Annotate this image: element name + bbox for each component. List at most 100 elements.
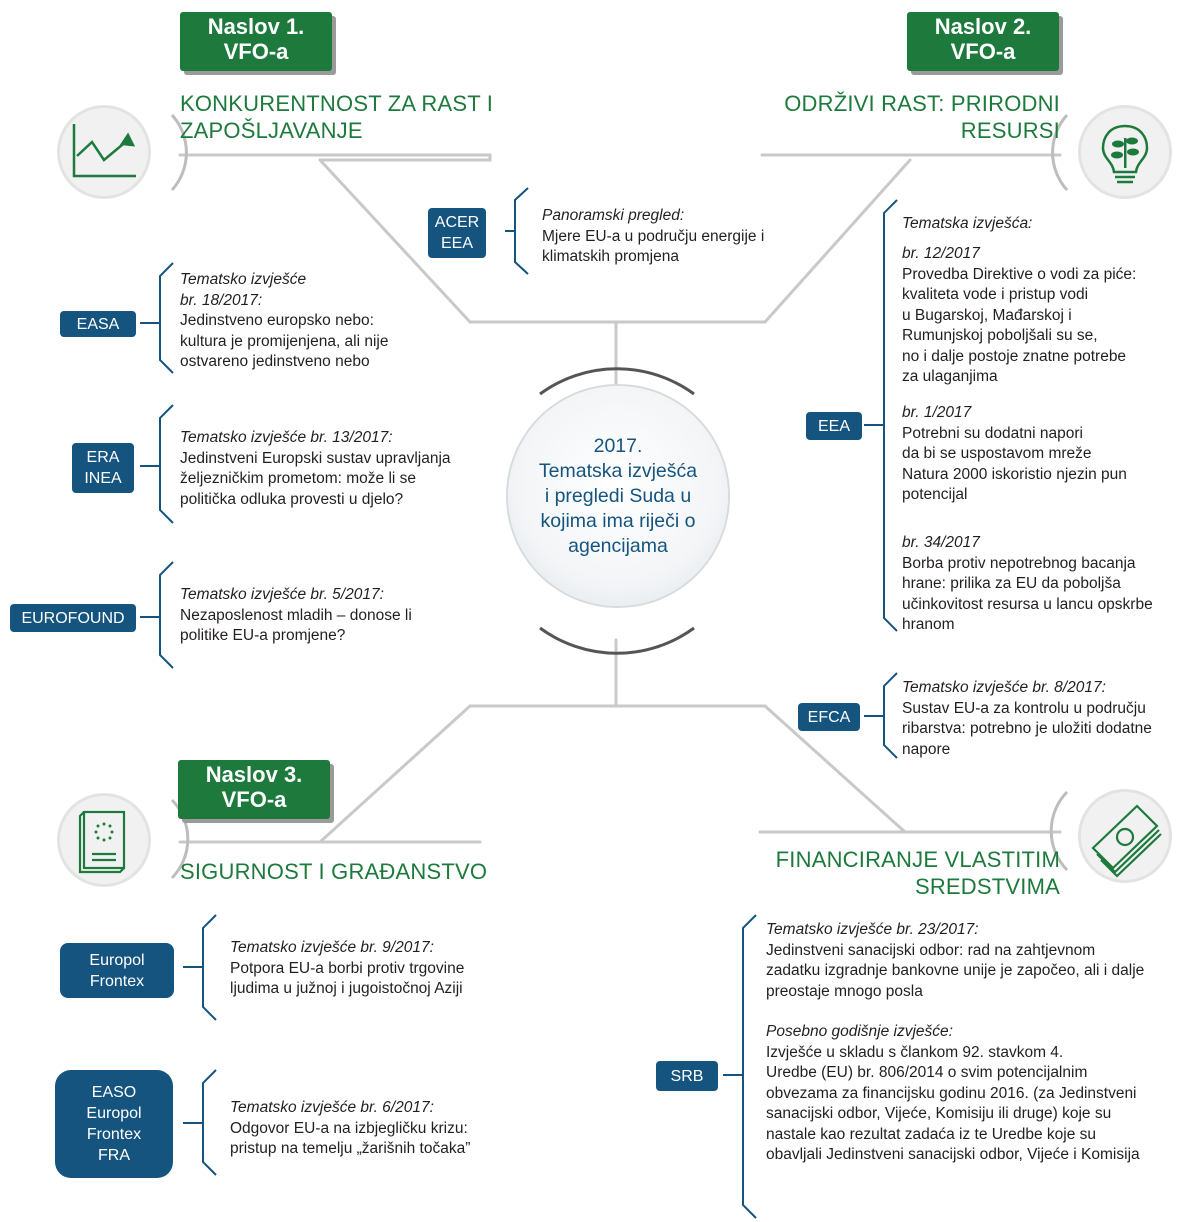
agency-label: Frontex — [89, 972, 145, 990]
report-line: no i dalje postoje znatne potrebe — [902, 347, 1127, 365]
heading-2-line1: Naslov 2. — [934, 14, 1032, 39]
report-type: Tematsko izvješće br. 6/2017: — [230, 1099, 434, 1116]
bracket-eurofound — [140, 561, 174, 669]
agency-badge-efca: EFCA — [798, 703, 860, 731]
center-line: agencijama — [568, 534, 668, 557]
report-line: kvaliteta vode i pristup vodi — [902, 286, 1089, 303]
agency-label: EFCA — [807, 708, 851, 726]
report-eea-1: br. 1/2017 Potrebni su dodatni napori da… — [902, 403, 1127, 506]
agency-badge-srb: SRB — [656, 1061, 718, 1091]
report-type: Tematska izvješća: — [902, 215, 1033, 232]
agency-badge-easo-europol-frontex-fra: EASO Europol Frontex FRA — [55, 1070, 173, 1178]
report-line: napore — [902, 740, 951, 758]
heading-2-title: ODRŽIVI RAST: PRIRODNI RESURSI — [784, 90, 1060, 144]
report-srb-23: Tematsko izvješće br. 23/2017: Jedinstve… — [766, 920, 1144, 1002]
report-line: ljudima u južnoj i jugoistočnoj Aziji — [230, 980, 463, 997]
center-summary: 2017. Tematska izvješća i pregledi Suda … — [508, 386, 728, 606]
report-eurofound: Tematsko izvješće br. 5/2017: Nezaposlen… — [180, 585, 412, 647]
heading-1-line1: Naslov 1. — [207, 14, 305, 39]
report-type: Tematsko izvješće — [180, 271, 307, 288]
agency-label: EASO — [91, 1084, 137, 1101]
report-line: Potrebni su dodatni napori — [902, 424, 1083, 442]
report-number: br. 12/2017 — [902, 245, 980, 262]
report-line: Jedinstveni sanacijski odbor: rad na zah… — [766, 941, 1096, 959]
report-easa: Tematsko izvješće br. 18/2017: Jedinstve… — [180, 270, 389, 373]
heading-2-line2: VFO-a — [950, 39, 1016, 64]
heading-2-title-line: ODRŽIVI RAST: PRIRODNI — [784, 91, 1060, 116]
report-number: br. 34/2017 — [902, 534, 980, 551]
report-line: klimatskih promjena — [542, 248, 679, 265]
report-line: obavljali Jedinstveni sanacijski odbor, … — [766, 1146, 1140, 1163]
bracket-efca — [864, 672, 898, 759]
bracket-acer — [505, 187, 529, 275]
report-line: kultura je promijenjena, ali nije — [180, 332, 389, 350]
report-acer: Panoramski pregled: Mjere EU-a u područj… — [542, 206, 764, 268]
agency-badge-eea: EEA — [806, 412, 862, 440]
report-type: Tematsko izvješće br. 13/2017: — [180, 429, 393, 446]
report-europol: Tematsko izvješće br. 9/2017: Potpora EU… — [230, 938, 464, 1000]
center-line: 2017. — [593, 434, 643, 457]
report-line: ribarstva: potrebno je uložiti dodatne — [902, 720, 1152, 737]
center-line: kojima ima riječi o — [540, 509, 696, 532]
report-line: Natura 2000 iskoristio njezin pun — [902, 465, 1127, 483]
agency-label: ERA — [86, 449, 120, 466]
report-line: Jedinstveni Europski sustav upravljanja — [180, 449, 451, 467]
agency-label: EEA — [440, 235, 473, 252]
bracket-easa — [140, 262, 174, 374]
banknotes-icon — [1081, 792, 1169, 880]
report-line: ostvareno jedinstveno nebo — [180, 353, 370, 370]
report-line: Rumunjskoj poboljšali su se, — [902, 327, 1098, 344]
heading-3-line2: VFO-a — [221, 787, 287, 812]
report-eea-header: Tematska izvješća: — [902, 214, 1032, 235]
bracket-europol — [183, 914, 217, 1021]
report-line: sanacijski odbor, Vijeće, Komisiju ili d… — [766, 1105, 1112, 1122]
agency-label: INEA — [84, 470, 122, 487]
arc-top — [539, 367, 695, 396]
report-type: Tematsko izvješće br. 9/2017: — [230, 939, 434, 956]
report-line: obvezama za financijsku godinu 2016. (za… — [766, 1084, 1137, 1102]
report-era: Tematsko izvješće br. 13/2017: Jedinstve… — [180, 428, 451, 510]
report-line: u Bugarskoj, Mađarskoj i — [902, 306, 1072, 324]
report-line: da bi se uspostavom mreže — [902, 445, 1092, 462]
agency-label: ACER — [434, 214, 480, 231]
report-line: Mjere EU-a u području energije i — [542, 227, 765, 245]
report-line: nastale kao rezultat zadaća iz te Uredbe… — [766, 1125, 1096, 1143]
report-line: zadatku izgradnje bankovne unije je zapo… — [766, 962, 1145, 979]
report-line: hrane: prilika za EU da poboljša — [902, 575, 1121, 592]
agency-badge-easa: EASA — [60, 311, 136, 337]
report-type: Posebno godišnje izvješće: — [766, 1023, 953, 1040]
agency-label: EEA — [817, 417, 850, 435]
connector-bottom — [318, 704, 907, 844]
agency-label: Europol — [89, 951, 145, 969]
report-line: Nezaposlenost mladih – donose li — [180, 606, 412, 624]
report-type: Panoramski pregled: — [542, 207, 685, 224]
heading-2-badge: Naslov 2. VFO-a — [907, 12, 1059, 71]
report-line: preostaje mnogo posla — [766, 982, 923, 1000]
report-line: za ulaganjima — [902, 368, 998, 385]
report-line: politička odluka provesti u djelo? — [180, 490, 404, 508]
heading-4-title: FINANCIRANJE VLASTITIM SREDSTVIMA — [776, 846, 1060, 900]
report-line: politike EU-a promjene? — [180, 627, 346, 644]
report-number: br. 18/2017: — [180, 291, 263, 309]
bracket-eea — [864, 199, 898, 632]
report-line: potencijal — [902, 486, 968, 503]
report-type: Tematsko izvješće br. 8/2017: — [902, 679, 1106, 696]
heading-2-title-line: RESURSI — [960, 118, 1060, 143]
report-line: Jedinstveno europsko nebo: — [180, 312, 374, 329]
report-line: Borba protiv nepotrebnog bacanja — [902, 554, 1136, 572]
report-line: Izvješće u skladu s člankom 92. stavkom … — [766, 1043, 1064, 1061]
bracket-era — [140, 404, 174, 524]
report-type: Tematsko izvješće br. 5/2017: — [180, 586, 384, 603]
agency-label: EASA — [76, 315, 120, 333]
heading-1-title-line: ZAPOŠLJAVANJE — [180, 118, 363, 143]
center-line: Tematska izvješća — [538, 459, 698, 482]
heading-1-title: KONKURENTNOST ZA RAST I ZAPOŠLJAVANJE — [180, 90, 493, 144]
report-srb-annual: Posebno godišnje izvješće: Izvješće u sk… — [766, 1022, 1140, 1166]
agency-label: Frontex — [86, 1126, 142, 1143]
report-eea-34: br. 34/2017 Borba protiv nepotrebnog bac… — [902, 533, 1153, 636]
heading-1-line2: VFO-a — [223, 39, 289, 64]
report-line: učinkovitost resursa u lancu opskrbe — [902, 595, 1153, 613]
agency-badge-acer-eea: ACER EEA — [428, 208, 486, 258]
heading-3-badge: Naslov 3. VFO-a — [178, 760, 330, 819]
